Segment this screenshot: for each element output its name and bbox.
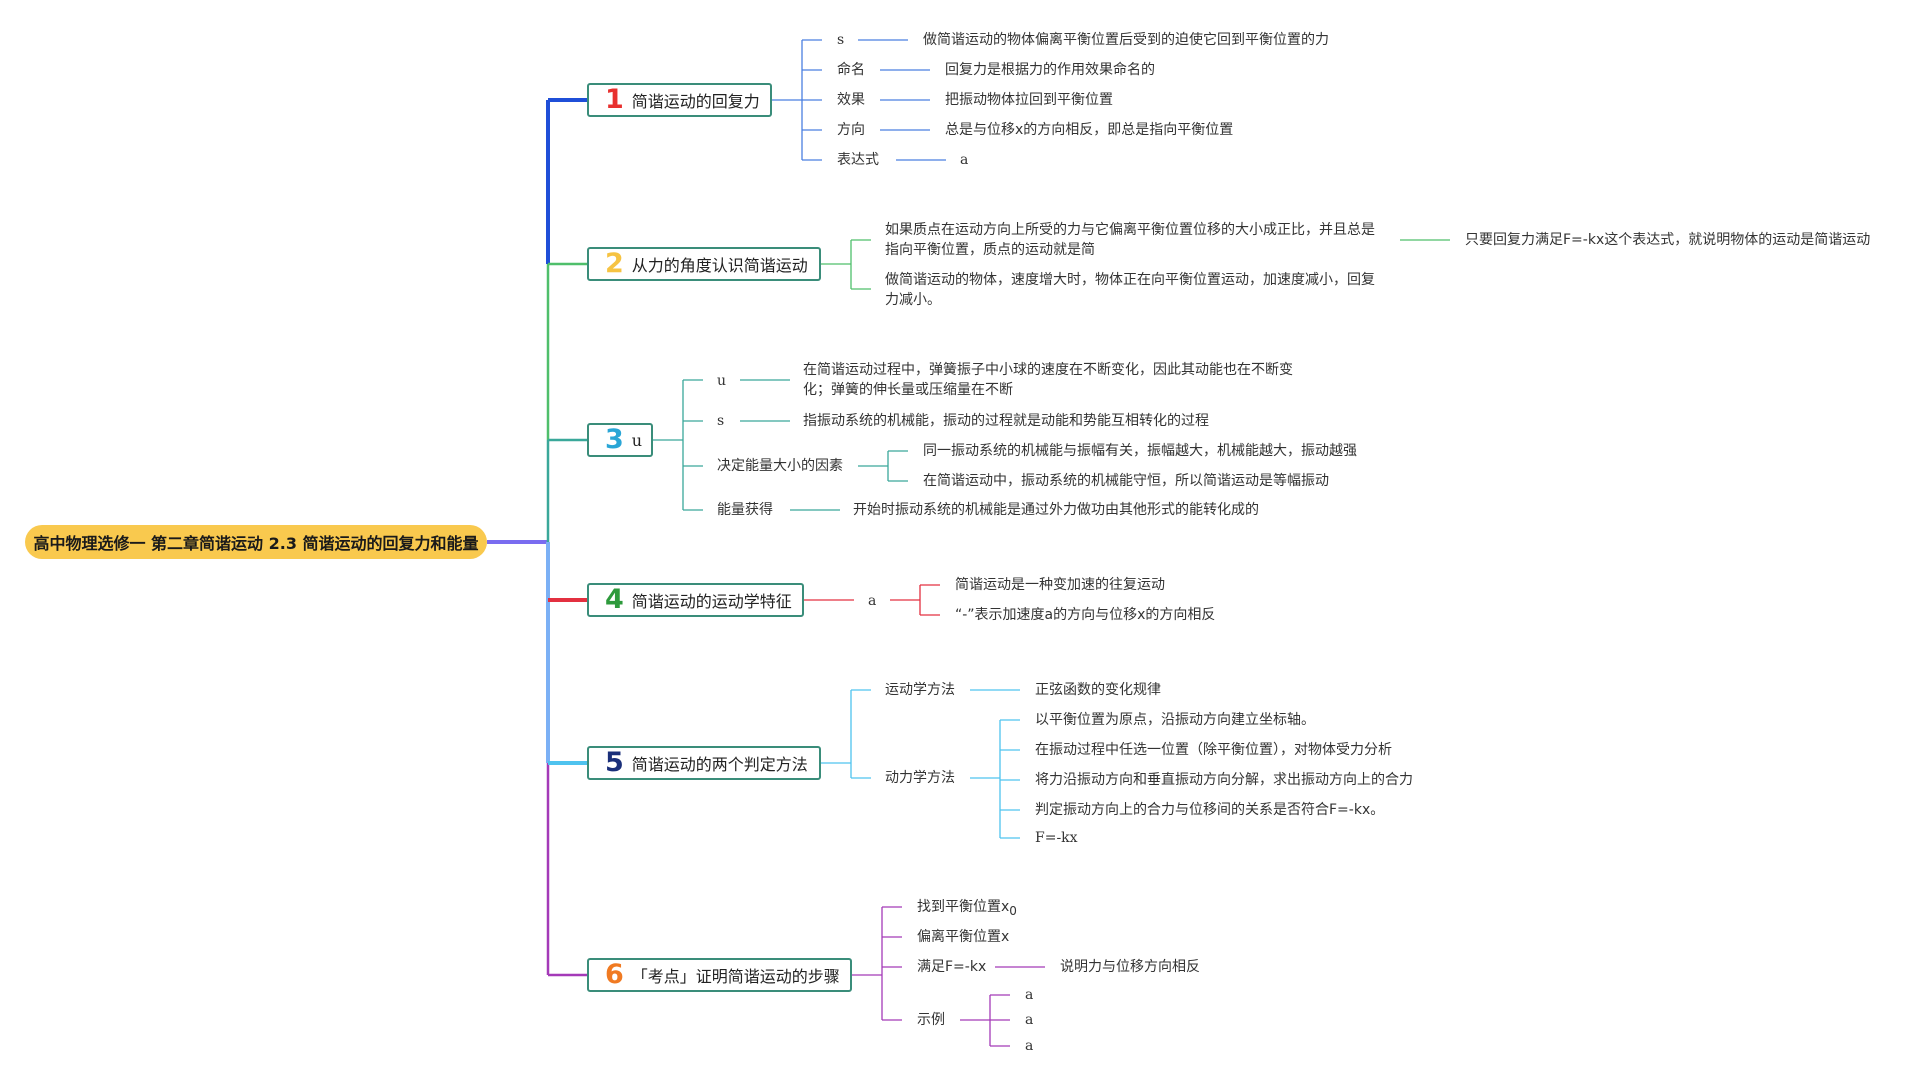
b1-key-4[interactable]: 方向: [837, 122, 865, 138]
topic-2-label: 从力的角度认识简谐运动: [631, 256, 808, 275]
b3-value-1[interactable]: 在简谐运动过程中，弹簧振子中小球的速度在不断变化，因此其动能也在不断变化；弹簧的…: [803, 362, 1293, 398]
b1-value-1[interactable]: 做简谐运动的物体偏离平衡位置后受到的迫使它回到平衡位置的力: [923, 32, 1329, 48]
b2-text-2[interactable]: 做简谐运动的物体，速度增大时，物体正在向平衡位置运动，加速度减小，回复力减小。: [885, 272, 1375, 308]
b6-key-2[interactable]: 偏离平衡位置x: [917, 929, 1010, 945]
b6-key-1[interactable]: 找到平衡位置x0: [917, 897, 1017, 921]
b6-value-4c[interactable]: a: [1025, 1038, 1034, 1054]
b1-value-4[interactable]: 总是与位移x的方向相反，即总是指向平衡位置: [945, 122, 1234, 138]
b2-text-1[interactable]: 如果质点在运动方向上所受的力与它偏离平衡位置位移的大小成正比，并且总是指向平衡位…: [885, 222, 1375, 258]
topic-3-label: u: [631, 430, 643, 450]
b3-key-4[interactable]: 能量获得: [717, 502, 773, 518]
b6-key-3[interactable]: 满足F=-kx: [917, 959, 987, 975]
b3-value-4[interactable]: 开始时振动系统的机械能是通过外力做功由其他形式的能转化成的: [853, 502, 1259, 518]
b1-key-3[interactable]: 效果: [837, 92, 865, 108]
root-topic[interactable]: 高中物理选修一 第二章简谐运动 2.3 简谐运动的回复力和能量: [25, 525, 487, 559]
b5-key-2[interactable]: 动力学方法: [885, 770, 955, 786]
topic-4[interactable]: 4 简谐运动的运动学特征: [587, 583, 804, 617]
b1-value-5[interactable]: a: [960, 152, 969, 168]
b6-value-3[interactable]: 说明力与位移方向相反: [1060, 959, 1200, 975]
root-title: 高中物理选修一 第二章简谐运动 2.3 简谐运动的回复力和能量: [33, 534, 479, 553]
b1-value-2[interactable]: 回复力是根据力的作用效果命名的: [945, 62, 1155, 78]
b1-value-3[interactable]: 把振动物体拉回到平衡位置: [945, 92, 1113, 108]
topic-5[interactable]: 5 简谐运动的两个判定方法: [587, 746, 821, 780]
b1-key-2[interactable]: 命名: [837, 62, 865, 78]
topic-2[interactable]: 2 从力的角度认识简谐运动: [587, 247, 821, 281]
topic-4-number: 4: [605, 583, 624, 615]
b5-value-2c[interactable]: 将力沿振动方向和垂直振动方向分解，求出振动方向上的合力: [1035, 772, 1413, 788]
b6-key-1-subscript: 0: [1009, 903, 1017, 918]
topic-3[interactable]: 3 u: [587, 423, 653, 457]
b1-key-5[interactable]: 表达式: [837, 152, 879, 168]
topic-1-label: 简谐运动的回复力: [631, 92, 760, 111]
topic-2-number: 2: [605, 247, 624, 279]
topic-6-number: 6: [605, 958, 624, 990]
b3-key-2[interactable]: s: [717, 413, 725, 429]
topic-5-number: 5: [605, 746, 624, 778]
b5-value-2a[interactable]: 以平衡位置为原点，沿振动方向建立坐标轴。: [1035, 712, 1315, 728]
b4-key-1[interactable]: a: [868, 593, 877, 609]
topic-3-number: 3: [605, 423, 624, 455]
b6-key-4[interactable]: 示例: [917, 1012, 945, 1028]
b5-value-2b[interactable]: 在振动过程中任选一位置（除平衡位置），对物体受力分析: [1035, 742, 1392, 758]
b5-value-2e[interactable]: F=-kx: [1035, 830, 1078, 846]
b5-key-1[interactable]: 运动学方法: [885, 682, 955, 698]
b1-key-1[interactable]: s: [837, 32, 845, 48]
b5-value-2d[interactable]: 判定振动方向上的合力与位移间的关系是否符合F=-kx。: [1035, 802, 1385, 818]
b6-value-4b[interactable]: a: [1025, 1012, 1034, 1028]
topic-6[interactable]: 6 「考点」证明简谐运动的步骤: [587, 958, 852, 992]
b3-value-3b[interactable]: 在简谐运动中，振动系统的机械能守恒，所以简谐运动是等幅振动: [923, 473, 1329, 489]
b6-value-4a[interactable]: a: [1025, 987, 1034, 1003]
topic-1-number: 1: [605, 83, 624, 115]
topic-5-label: 简谐运动的两个判定方法: [631, 755, 808, 774]
topic-1[interactable]: 1 简谐运动的回复力: [587, 83, 772, 117]
b3-value-2[interactable]: 指振动系统的机械能，振动的过程就是动能和势能互相转化的过程: [803, 413, 1209, 429]
b3-key-3[interactable]: 决定能量大小的因素: [717, 458, 843, 474]
topic-4-label: 简谐运动的运动学特征: [631, 592, 792, 611]
b6-key-1-text: 找到平衡位置x: [917, 899, 1010, 915]
b3-value-3a[interactable]: 同一振动系统的机械能与振幅有关，振幅越大，机械能越大，振动越强: [923, 443, 1357, 459]
b2-child-1[interactable]: 只要回复力满足F=-kx这个表达式，就说明物体的运动是简谐运动: [1465, 232, 1871, 248]
b3-key-1[interactable]: u: [717, 373, 727, 389]
b5-value-1[interactable]: 正弦函数的变化规律: [1035, 682, 1161, 698]
b4-value-1b[interactable]: “-”表示加速度a的方向与位移x的方向相反: [955, 607, 1216, 623]
topic-6-label: 「考点」证明简谐运动的步骤: [631, 967, 840, 986]
b4-value-1a[interactable]: 简谐运动是一种变加速的往复运动: [955, 577, 1165, 593]
